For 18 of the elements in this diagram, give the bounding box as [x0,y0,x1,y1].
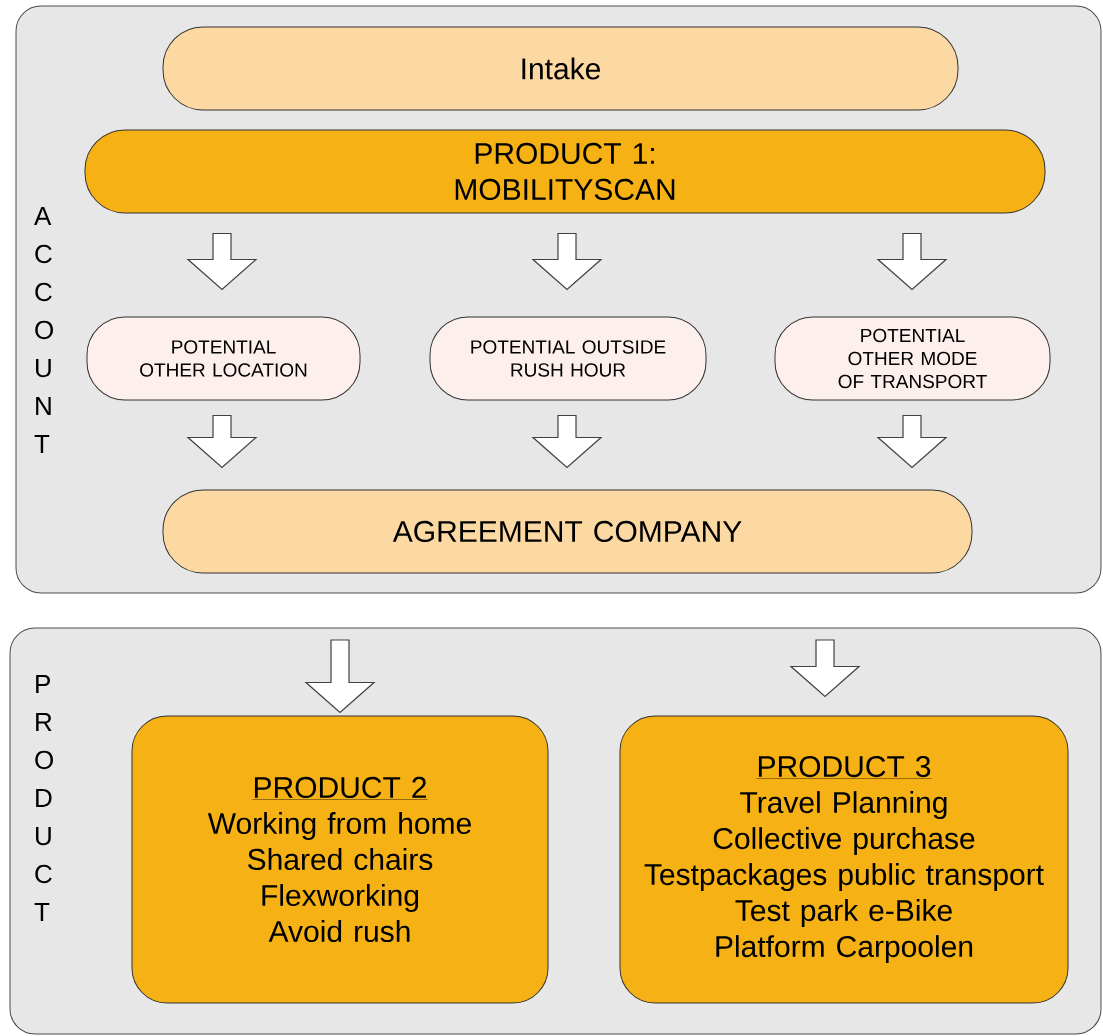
block-arrow [531,232,603,291]
process-box: POTENTIAL OTHER MODE OF TRANSPORT [774,316,1051,401]
block-arrow [531,414,603,469]
block-arrow [186,414,258,469]
process-box: Intake [162,26,959,111]
block-arrow [876,414,948,469]
process-box: AGREEMENT COMPANY [162,489,973,574]
process-box: PRODUCT 1: MOBILITYSCAN [84,129,1046,214]
product-card: PRODUCT 2 Working from home Shared chairs Flexworking Avoid rush [131,715,549,1004]
block-arrow [876,232,948,291]
process-box: POTENTIAL OTHER LOCATION [86,316,361,401]
block-arrow [789,639,861,698]
vertical-label: ACCOUNT [34,207,53,453]
process-box: POTENTIAL OUTSIDE RUSH HOUR [429,316,707,401]
vertical-label: PRODUCT [34,675,53,921]
block-arrow [304,639,376,714]
block-arrow [186,232,258,291]
product-card: PRODUCT 3 Travel Planning Collective purchase Testpackages public transport Test park e-Bike Platform Carpoolen [619,715,1069,1004]
